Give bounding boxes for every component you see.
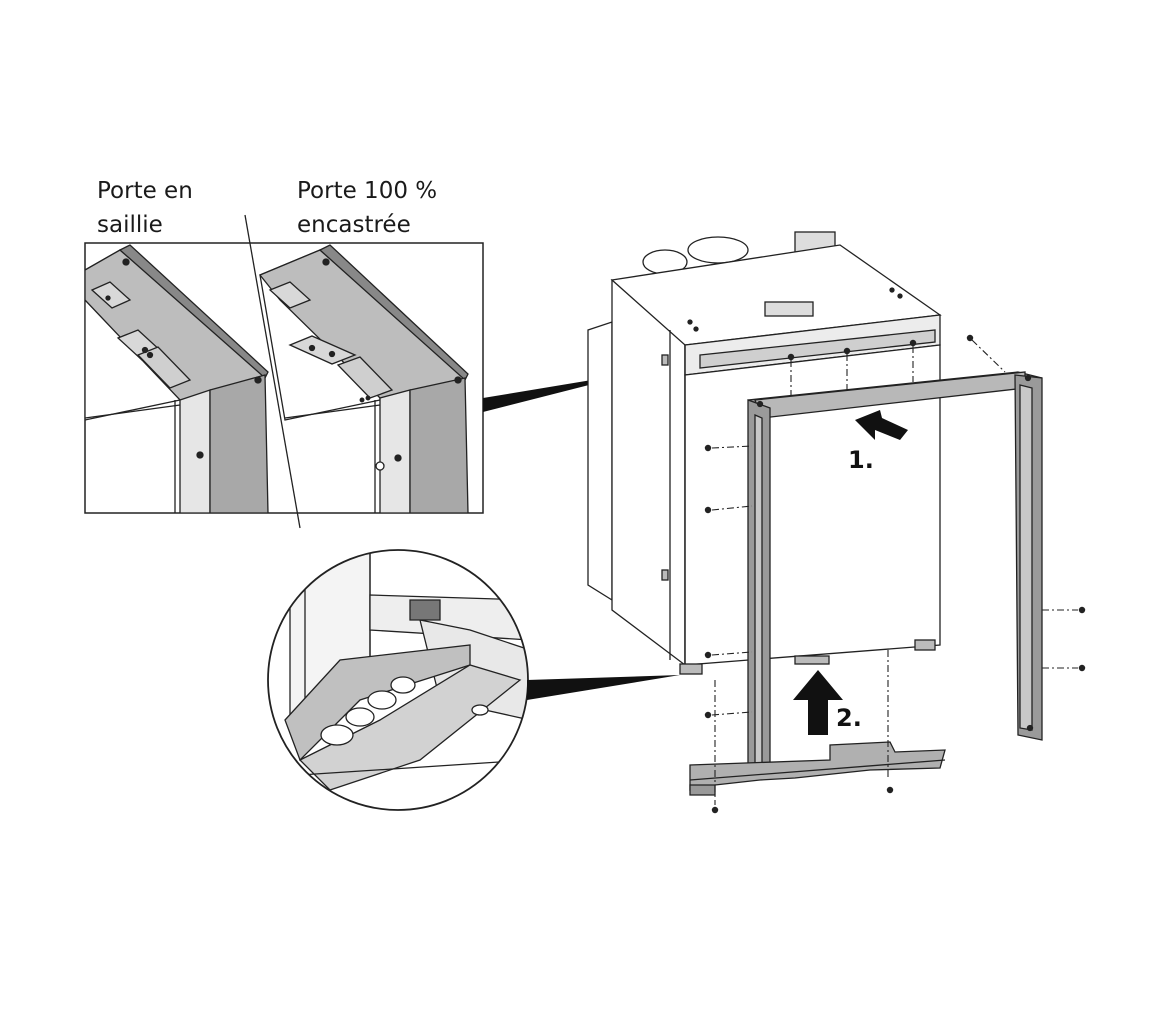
screw-icons: [704, 334, 1086, 814]
screws-and-guides: [711, 339, 1078, 805]
step2-label: 2.: [836, 704, 862, 732]
circle-pointer-wedge: [527, 675, 680, 700]
proud-door-detail: [85, 244, 269, 513]
step1-arrow-icon: [855, 410, 908, 440]
label-flush-door-line1: Porte 100 %: [297, 178, 438, 204]
label-proud-door-line2: saillie: [97, 212, 163, 238]
label-proud-door-line1: Porte en: [97, 178, 193, 204]
circle-detail-bottom-bracket: [267, 549, 680, 811]
door-frame: [747, 371, 1043, 776]
step2-arrow-icon: [793, 670, 843, 735]
detail-panel-door-mounting: [84, 214, 640, 529]
bottom-plate: [689, 741, 946, 796]
step1-label: 1.: [848, 446, 874, 474]
flush-door-detail: [258, 244, 469, 513]
label-flush-door-line2: encastrée: [297, 212, 411, 238]
